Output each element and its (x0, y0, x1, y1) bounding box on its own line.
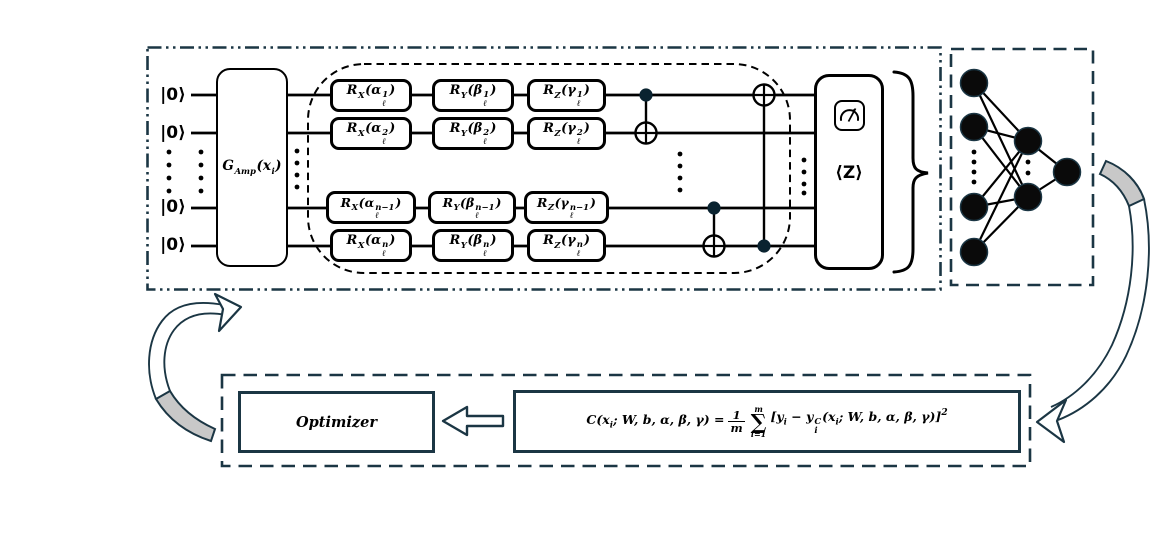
optimizer-label: Optimizer (296, 413, 377, 431)
qubit-label-2: |0⟩ (160, 197, 186, 217)
nn-boundary (949, 47, 1095, 287)
optimizer-box: Optimizer (238, 391, 435, 453)
fraction-1-over-m: 1 m (728, 407, 745, 435)
nn-ellipsis-dots (971, 149, 1031, 185)
cost-function-box: C(xi; W, b, α, β, γ) = 1 m m ∑ i=1 [yi −… (513, 390, 1021, 453)
neural-network (959, 68, 1082, 267)
expectation-label: ⟨Z⟩ (835, 163, 863, 183)
arrow-tail (154, 389, 217, 443)
arrow-tail (1098, 159, 1146, 208)
summation-symbol: m ∑ i=1 (750, 403, 767, 440)
feedback-arrow-left (148, 292, 243, 443)
qubit-label-3: |0⟩ (160, 235, 186, 255)
nn-edges (973, 82, 1068, 253)
qubit-label-0: |0⟩ (160, 85, 186, 105)
cnot-gates (634, 83, 776, 258)
arrow-head (213, 292, 243, 333)
ellipsis-dots (166, 148, 807, 196)
cost-function-formula: C(xi; W, b, α, β, γ) = 1 m m ∑ i=1 [yi −… (586, 403, 948, 440)
encoder-gate: GAmp(xi) (216, 68, 288, 267)
circuit-boundary (146, 46, 942, 291)
qubit-label-1: |0⟩ (160, 123, 186, 143)
output-brace (892, 70, 929, 274)
cnot-target-cross (635, 84, 775, 257)
training-loop-boundary (220, 373, 1032, 468)
nn-nodes (959, 68, 1082, 267)
cnot-control-dot (639, 88, 771, 253)
left-block-arrow (441, 405, 505, 437)
arrow-head (1035, 398, 1068, 444)
feedback-arrow-right (1035, 159, 1150, 444)
meter-icon (834, 100, 865, 131)
encoder-label: GAmp(xi) (222, 158, 282, 177)
ansatz-region (307, 63, 791, 274)
cnot-target-icon (634, 83, 776, 258)
measurement-box: ⟨Z⟩ (814, 74, 884, 270)
